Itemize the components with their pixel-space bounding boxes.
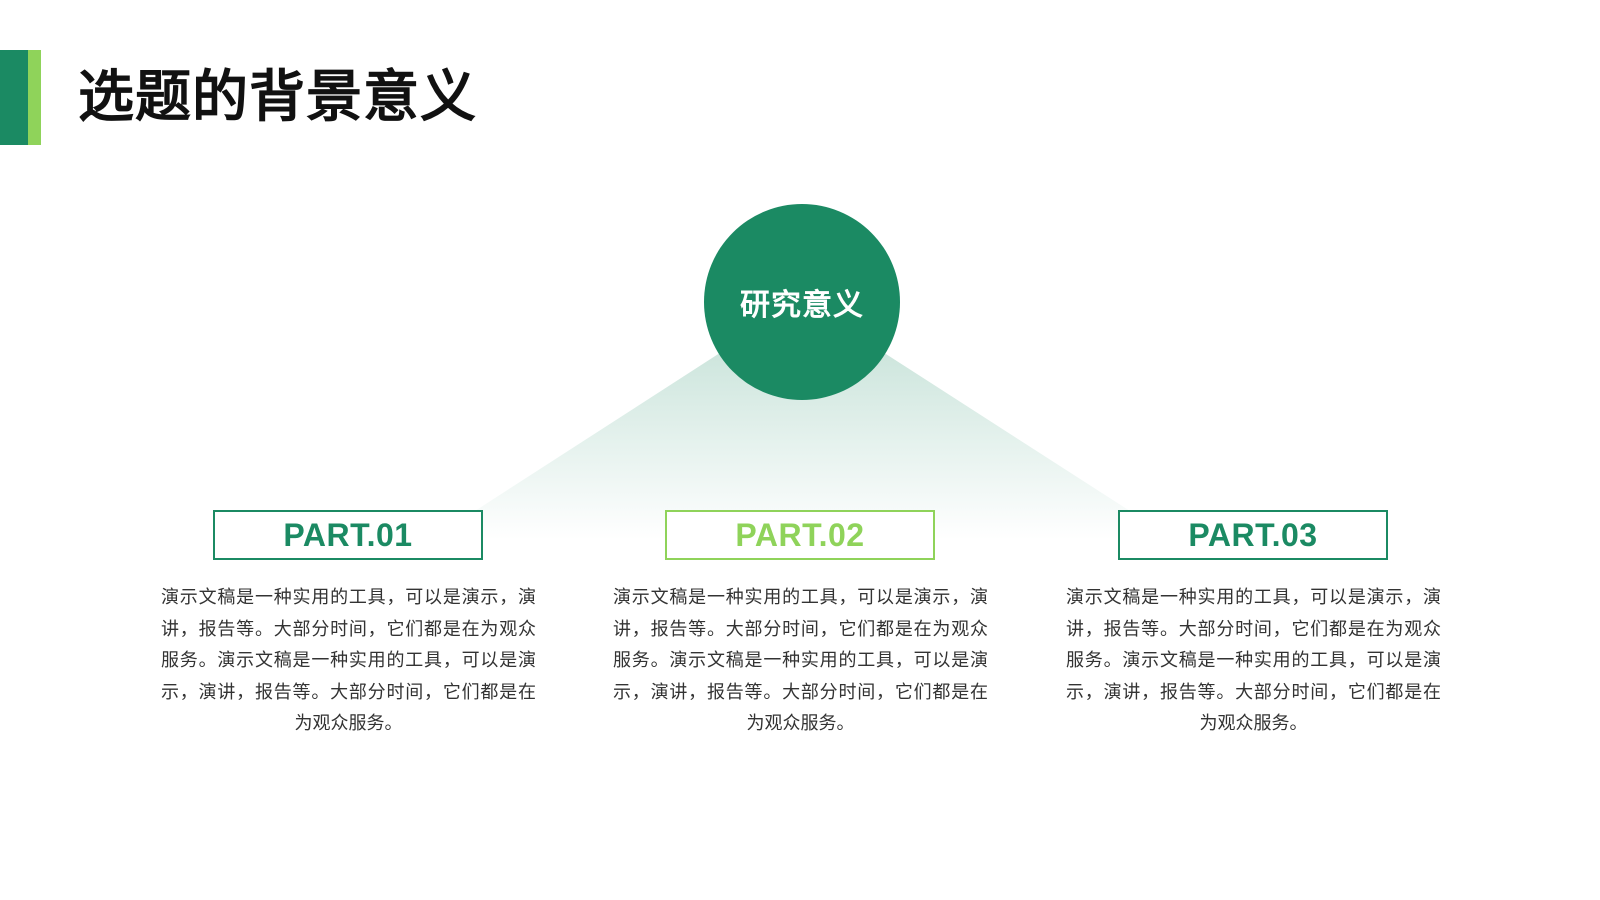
- part-1-label: PART.01: [283, 516, 413, 553]
- center-circle: 研究意义: [704, 204, 900, 400]
- part-2-label-box: PART.02: [665, 510, 935, 560]
- part-1-label-box: PART.01: [213, 510, 483, 560]
- part-2-label: PART.02: [735, 516, 865, 553]
- part-3-text: 演示文稿是一种实用的工具，可以是演示，演讲，报告等。大部分时间，它们都是在为观众…: [1066, 587, 1441, 734]
- page-title: 选题的背景意义: [78, 64, 477, 130]
- part-1-text: 演示文稿是一种实用的工具，可以是演示，演讲，报告等。大部分时间，它们都是在为观众…: [161, 587, 536, 734]
- part-3-label-box: PART.03: [1118, 510, 1388, 560]
- title-accent-bar-light: [28, 50, 41, 145]
- center-label: 研究意义: [740, 288, 864, 323]
- part-3-label: PART.03: [1188, 516, 1318, 553]
- part-2-text: 演示文稿是一种实用的工具，可以是演示，演讲，报告等。大部分时间，它们都是在为观众…: [613, 587, 988, 734]
- title-accent-bar-dark: [0, 50, 28, 145]
